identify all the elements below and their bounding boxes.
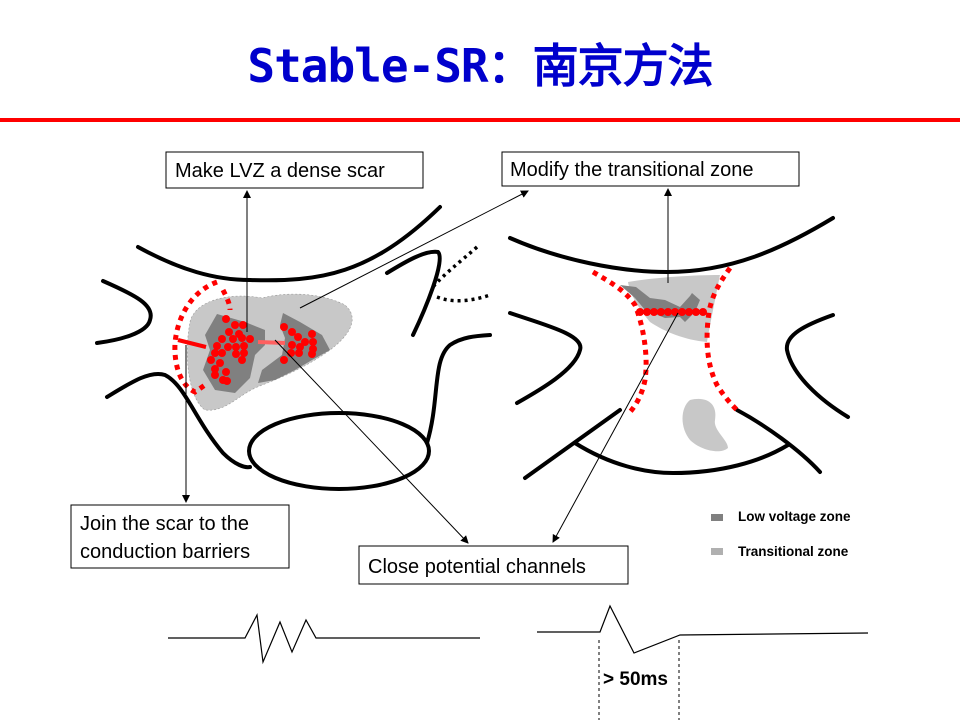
- ablation-line: [220, 288, 233, 311]
- interval-label: > 50ms: [603, 669, 668, 690]
- label-text: Modify the transitional zone: [510, 159, 753, 181]
- anatomic-barrier: [735, 408, 822, 474]
- ablation-point: [287, 349, 295, 357]
- ablation-point: [280, 323, 288, 331]
- transitional-zone: [682, 398, 728, 452]
- ablation-point: [222, 315, 230, 323]
- ablation-point: [232, 350, 240, 358]
- ablation-point: [685, 308, 693, 316]
- ablation-point: [211, 371, 219, 379]
- ablation-point: [657, 308, 665, 316]
- anatomic-barrier: [95, 279, 153, 345]
- legend-swatch-transitional: [711, 548, 723, 555]
- ablation-point: [211, 365, 219, 373]
- ablation-point: [225, 328, 233, 336]
- ablation-point: [671, 308, 679, 316]
- ablation-point: [213, 342, 221, 350]
- ablation-point: [216, 359, 224, 367]
- label-text: Close potential channels: [368, 556, 586, 578]
- ablation-point: [280, 356, 288, 364]
- legend-label: Transitional zone: [738, 544, 849, 559]
- label-text: conduction barriers: [80, 541, 250, 563]
- ablation-point: [222, 368, 230, 376]
- ablation-point: [218, 335, 226, 343]
- ablation-point: [239, 321, 247, 329]
- ablation-point: [218, 349, 226, 357]
- arrow: [552, 312, 679, 543]
- ablation-point: [224, 343, 232, 351]
- ablation-point: [232, 343, 240, 351]
- ablation-point: [664, 308, 672, 316]
- ablation-line: [257, 340, 286, 345]
- anatomic-barrier: [105, 371, 252, 470]
- label-text: Make LVZ a dense scar: [175, 160, 385, 182]
- right-heart-diagram: [508, 216, 850, 480]
- ablation-point: [699, 308, 707, 316]
- anatomic-barrier: [523, 408, 622, 480]
- ablation-point: [229, 335, 237, 343]
- ablation-point: [240, 349, 248, 357]
- ablation-point: [219, 376, 227, 384]
- ablation-point: [288, 341, 296, 349]
- anatomic-barrier: [136, 205, 442, 283]
- label-dense-scar: Make LVZ a dense scar: [165, 151, 424, 189]
- ablation-point: [240, 342, 248, 350]
- slide-title: Stable-SR：南京方法: [247, 39, 713, 93]
- ablation-line: [591, 269, 649, 414]
- ablation-line: [177, 338, 207, 349]
- label-transitional-zone: Modify the transitional zone: [501, 151, 800, 187]
- ablation-point: [643, 308, 651, 316]
- legend-swatch-low-voltage: [711, 514, 723, 521]
- ablation-point: [309, 338, 317, 346]
- ablation-point: [296, 343, 304, 351]
- ablation-point: [294, 333, 302, 341]
- anatomic-barrier: [573, 441, 790, 476]
- anatomic-barrier: [508, 311, 583, 405]
- arrow: [299, 190, 529, 309]
- ablation-point: [308, 330, 316, 338]
- electrogram-late-potential: [537, 604, 869, 654]
- ablation-point: [678, 308, 686, 316]
- anatomic-barrier: [784, 313, 850, 419]
- dotted-barrier: [436, 293, 491, 303]
- ablation-point: [308, 350, 316, 358]
- ablation-points: [207, 315, 317, 385]
- legend: Low voltage zone Transitional zone: [711, 509, 851, 559]
- ablation-point: [288, 328, 296, 336]
- anatomic-barrier: [508, 216, 835, 275]
- ablation-line: [704, 266, 739, 412]
- title-divider: [0, 118, 960, 122]
- anatomic-barrier: [385, 249, 442, 337]
- label-text: Join the scar to the: [80, 513, 249, 535]
- ablation-point: [246, 335, 254, 343]
- ablation-point: [301, 338, 309, 346]
- label-close-channels: Close potential channels: [358, 545, 629, 585]
- ablation-point: [295, 349, 303, 357]
- ablation-point: [692, 308, 700, 316]
- arrow: [274, 339, 469, 544]
- ablation-point: [636, 308, 644, 316]
- ablation-point: [238, 356, 246, 364]
- legend-label: Low voltage zone: [738, 509, 851, 524]
- ablation-point: [207, 356, 215, 364]
- anatomic-barrier: [425, 333, 492, 445]
- ablation-point: [650, 308, 658, 316]
- ablation-point: [238, 334, 246, 342]
- label-join-scar: Join the scar to the conduction barriers: [70, 504, 290, 569]
- left-heart-diagram: [95, 205, 492, 491]
- valve-annulus: [247, 411, 431, 491]
- electrogram-fragmented: [168, 613, 480, 665]
- ablation-point: [211, 349, 219, 357]
- ablation-point: [231, 321, 239, 329]
